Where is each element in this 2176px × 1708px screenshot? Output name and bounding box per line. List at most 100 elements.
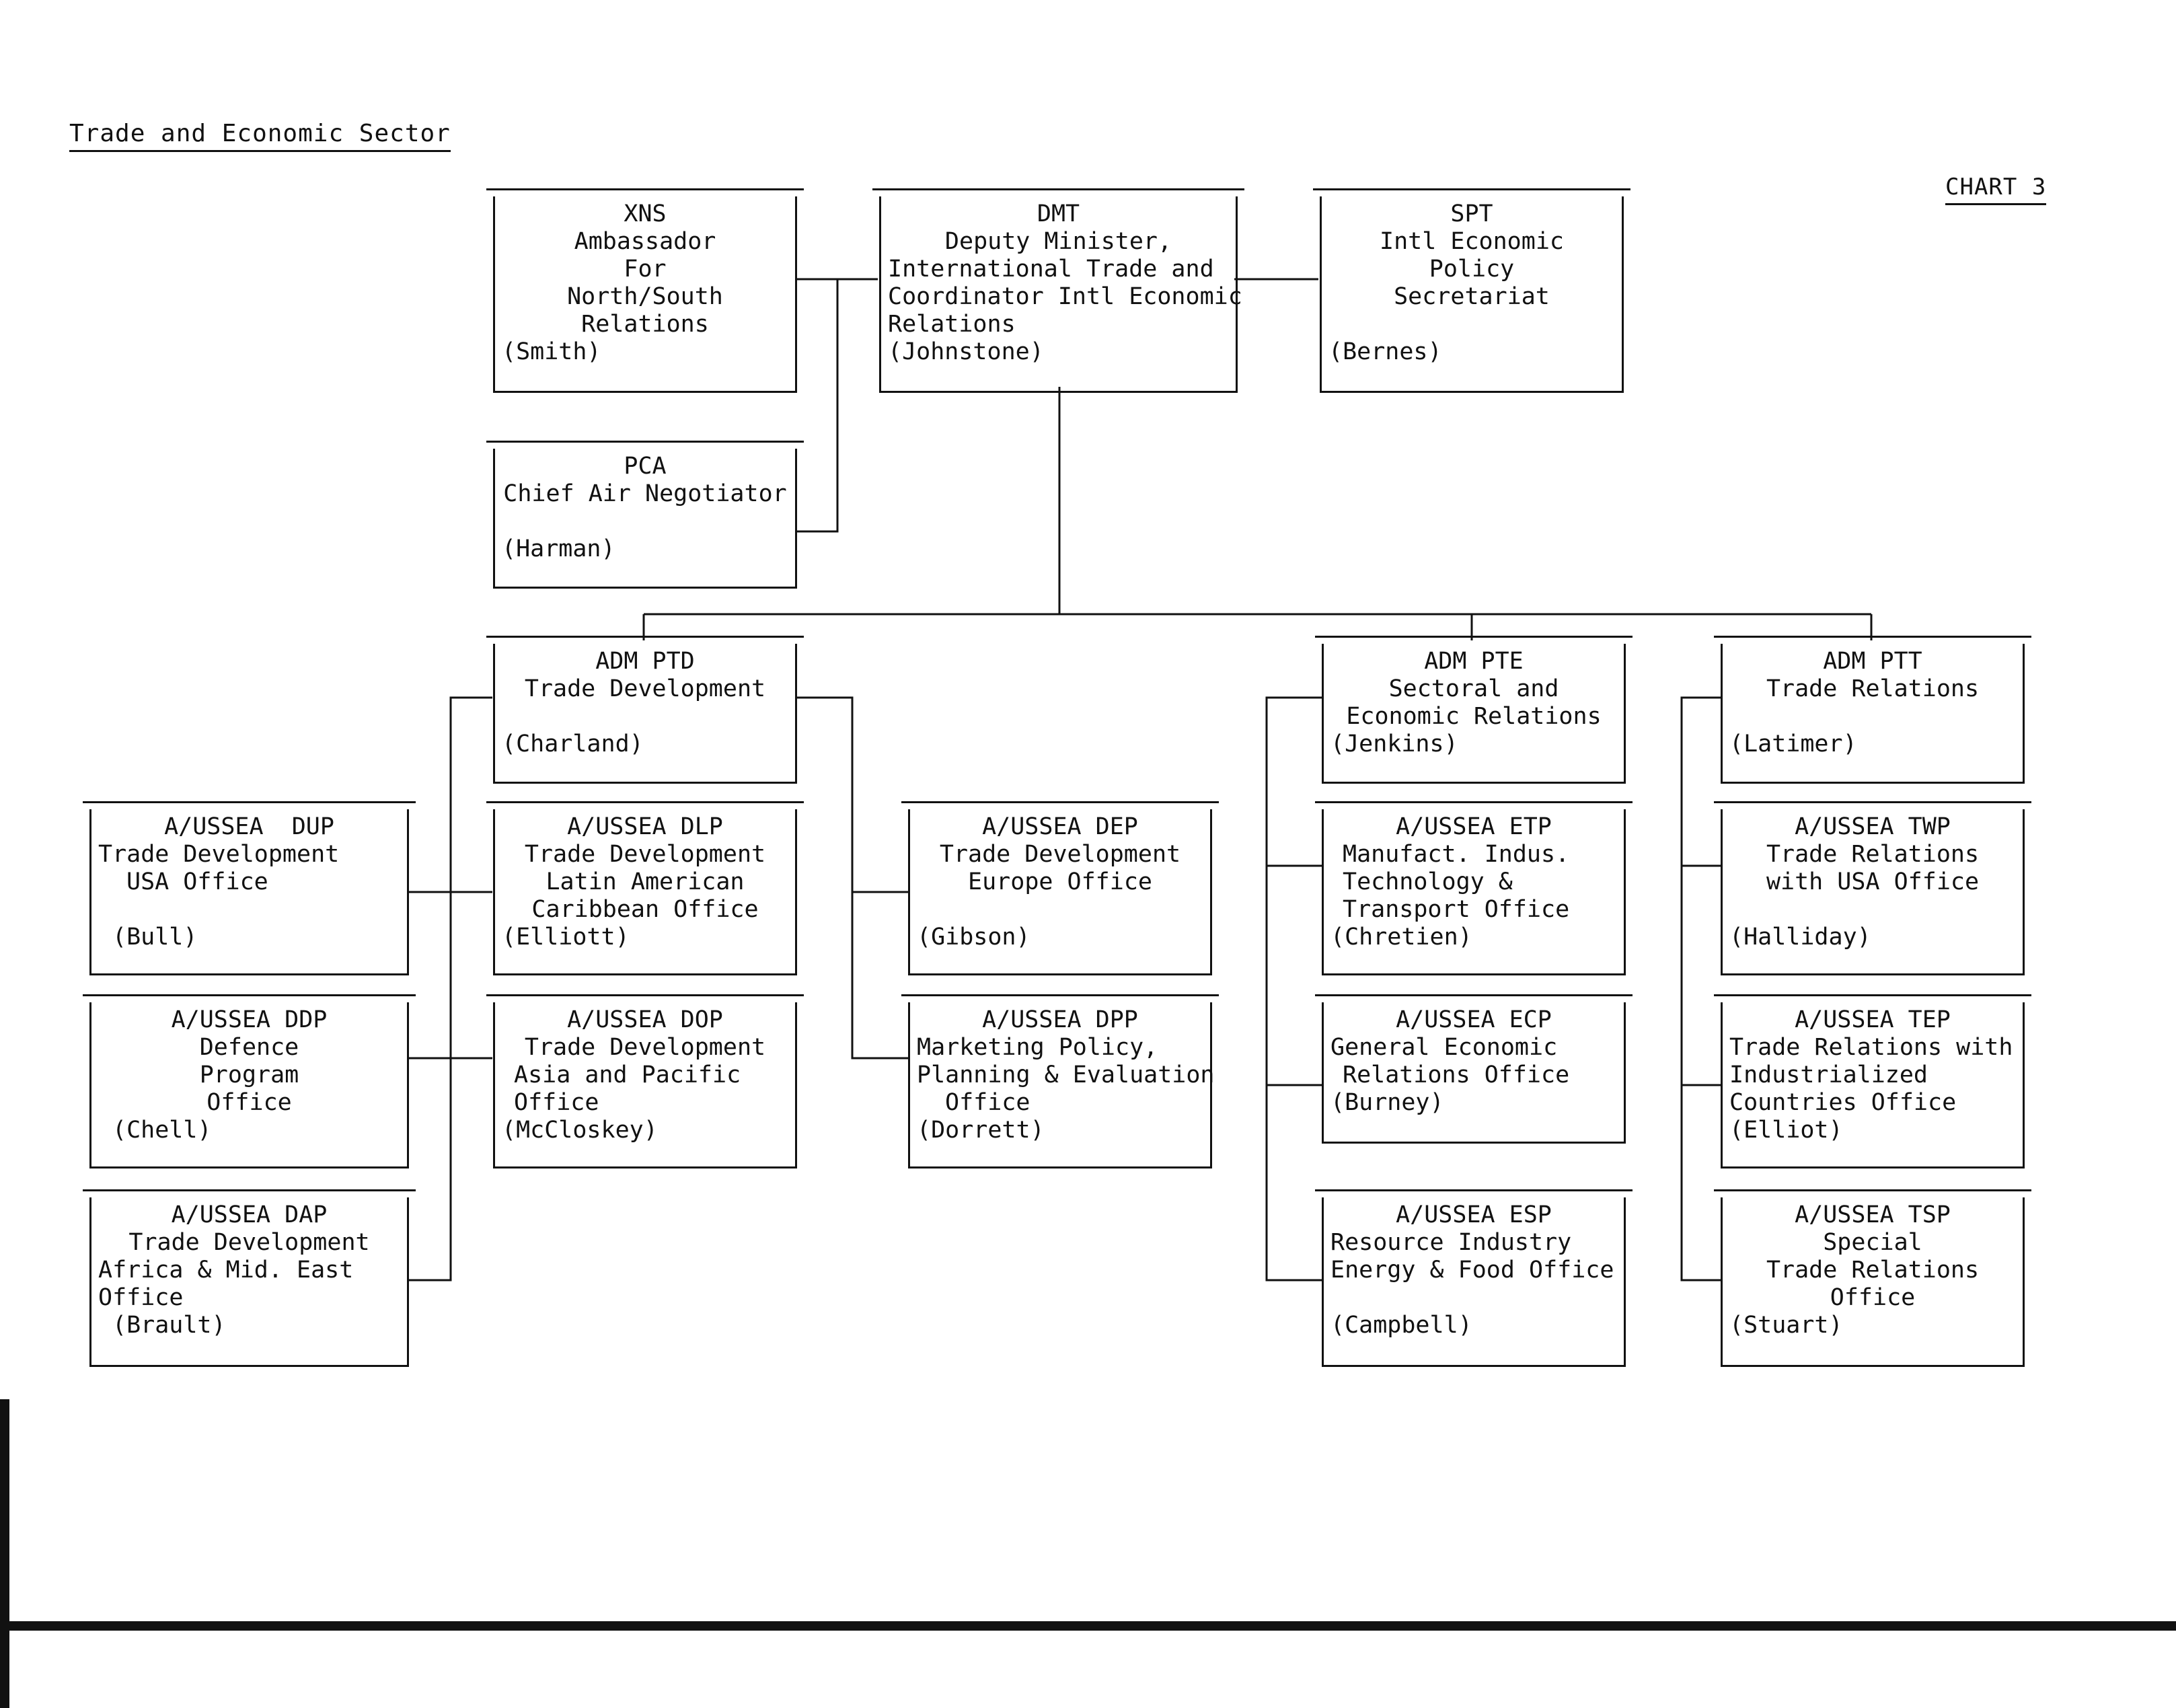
box-title: Africa & Mid. East (98, 1257, 354, 1284)
box-title: Trade Relations with (1729, 1034, 2013, 1061)
box-ddp: A/USSEA DDP Defence Program Office (Chel… (83, 994, 416, 1168)
box-person: (Chell) (112, 1117, 212, 1144)
box-person: (Harman) (502, 535, 615, 562)
box-spacer (502, 703, 788, 731)
box-title: Office (98, 1284, 184, 1311)
box-code: A/USSEA DOP (567, 1006, 723, 1033)
box-tsp: A/USSEA TSP Special Trade Relations Offi… (1714, 1189, 2031, 1367)
box-title: Chief Air Negotiator (503, 480, 787, 507)
box-title: Trade Relations (1766, 1257, 1980, 1284)
box-spacer (1330, 1284, 1617, 1312)
box-person: (Gibson) (917, 924, 1030, 951)
box-spacer (917, 896, 1203, 924)
connector-ptt-spine (1680, 696, 1721, 1282)
box-person: (Charland) (502, 731, 644, 757)
box-code: A/USSEA DLP (567, 813, 723, 840)
box-adm-ptt: ADM PTT Trade Relations (Latimer) (1714, 636, 2031, 784)
box-dep: A/USSEA DEP Trade Development Europe Off… (901, 801, 1219, 975)
box-etp: A/USSEA ETP Manufact. Indus. Technology … (1315, 801, 1633, 975)
box-code: A/USSEA TWP (1795, 813, 1951, 840)
box-title: Relations (581, 311, 709, 338)
box-person: (Latimer) (1729, 731, 1857, 757)
box-person: (Stuart) (1729, 1312, 1843, 1339)
document-title: Trade and Economic Sector (69, 120, 451, 152)
box-title: Trade Development (524, 841, 766, 868)
connector-adm-bus (642, 613, 1873, 640)
box-spacer (98, 896, 400, 924)
box-code: ADM PTE (1424, 648, 1524, 675)
box-dop: A/USSEA DOP Trade Development Asia and P… (486, 994, 804, 1168)
box-title: Sectoral and (1388, 675, 1559, 702)
box-person: (Elliot) (1729, 1117, 1843, 1144)
box-title: Secretariat (1394, 283, 1550, 310)
box-code: DMT (1037, 200, 1080, 227)
box-person: (Halliday) (1729, 924, 1871, 951)
box-code: A/USSEA TSP (1795, 1201, 1951, 1228)
box-person: (Brault) (112, 1312, 226, 1339)
box-title: Office (207, 1089, 292, 1116)
box-esp: A/USSEA ESP Resource Industry Energy & F… (1315, 1189, 1633, 1367)
box-person: (Chretien) (1330, 924, 1472, 951)
box-title: with USA Office (1766, 868, 1980, 895)
box-person: (Campbell) (1330, 1312, 1472, 1339)
box-title: Countries Office (1729, 1089, 1957, 1116)
box-code: ADM PTT (1823, 648, 1922, 675)
box-title: Trade Relations (1766, 841, 1980, 868)
box-dlp: A/USSEA DLP Trade Development Latin Amer… (486, 801, 804, 975)
box-title: USA Office (126, 868, 268, 895)
box-twp: A/USSEA TWP Trade Relations with USA Off… (1714, 801, 2031, 975)
box-title: Energy & Food Office (1330, 1257, 1614, 1284)
box-title: Trade Relations (1766, 675, 1980, 702)
box-person: (Jenkins) (1330, 731, 1458, 757)
box-title: Office (945, 1089, 1030, 1116)
box-title: Ambassador (574, 228, 716, 255)
box-dup: A/USSEA DUP Trade Development USA Office… (83, 801, 416, 975)
box-title: Office (514, 1089, 599, 1116)
chart-number: CHART 3 (1945, 174, 2047, 205)
box-title: Trade Development (939, 841, 1181, 868)
box-code: PCA (624, 453, 667, 480)
box-title: Trade Development (128, 1229, 370, 1256)
box-title: Asia and Pacific (514, 1062, 741, 1088)
box-title: Europe Office (968, 868, 1152, 895)
box-dap: A/USSEA DAP Trade Development Africa & M… (83, 1189, 416, 1367)
box-title: Industrialized (1729, 1062, 1928, 1088)
box-title: Trade Development (98, 841, 340, 868)
box-title: Coordinator Intl Economic (888, 283, 1242, 310)
box-title: Defence (199, 1034, 299, 1061)
box-title: Relations Office (1343, 1062, 1570, 1088)
box-title: Caribbean Office (531, 896, 759, 923)
box-title: Latin American (546, 868, 745, 895)
box-title: General Economic (1330, 1034, 1558, 1061)
box-person: (Dorrett) (917, 1117, 1045, 1144)
connector-ptd-right-spine (797, 696, 908, 1060)
box-title: Technology & (1343, 868, 1513, 895)
box-code: ADM PTD (595, 648, 695, 675)
box-title: Relations (888, 311, 1016, 338)
box-code: A/USSEA DDP (171, 1006, 328, 1033)
box-code: XNS (624, 200, 667, 227)
connector-ptd-left-spine (409, 696, 492, 1282)
box-title: Policy (1429, 256, 1515, 283)
box-title: Intl Economic (1380, 228, 1564, 255)
box-person: (Bull) (112, 924, 198, 951)
box-title: Economic Relations (1346, 703, 1602, 730)
box-code: A/USSEA TEP (1795, 1006, 1951, 1033)
connector-xns-pca-dmt (797, 278, 878, 533)
box-title: Trade Development (524, 675, 766, 702)
box-person: (McCloskey) (502, 1117, 658, 1144)
box-spacer (1729, 703, 2016, 731)
box-code: A/USSEA DPP (982, 1006, 1138, 1033)
box-code: A/USSEA ETP (1396, 813, 1552, 840)
box-title: North/South (567, 283, 723, 310)
box-title: Resource Industry (1330, 1229, 1572, 1256)
box-code: SPT (1450, 200, 1493, 227)
box-person: (Johnstone) (888, 338, 1044, 365)
box-title: International Trade and (888, 256, 1214, 283)
box-code: A/USSEA ECP (1396, 1006, 1552, 1033)
box-adm-ptd: ADM PTD Trade Development (Charland) (486, 636, 804, 784)
box-spt: SPT Intl Economic Policy Secretariat (Be… (1313, 188, 1630, 393)
box-code: A/USSEA DAP (171, 1201, 328, 1228)
box-code: A/USSEA DUP (164, 813, 334, 840)
box-dpp: A/USSEA DPP Marketing Policy, Planning &… (901, 994, 1219, 1168)
